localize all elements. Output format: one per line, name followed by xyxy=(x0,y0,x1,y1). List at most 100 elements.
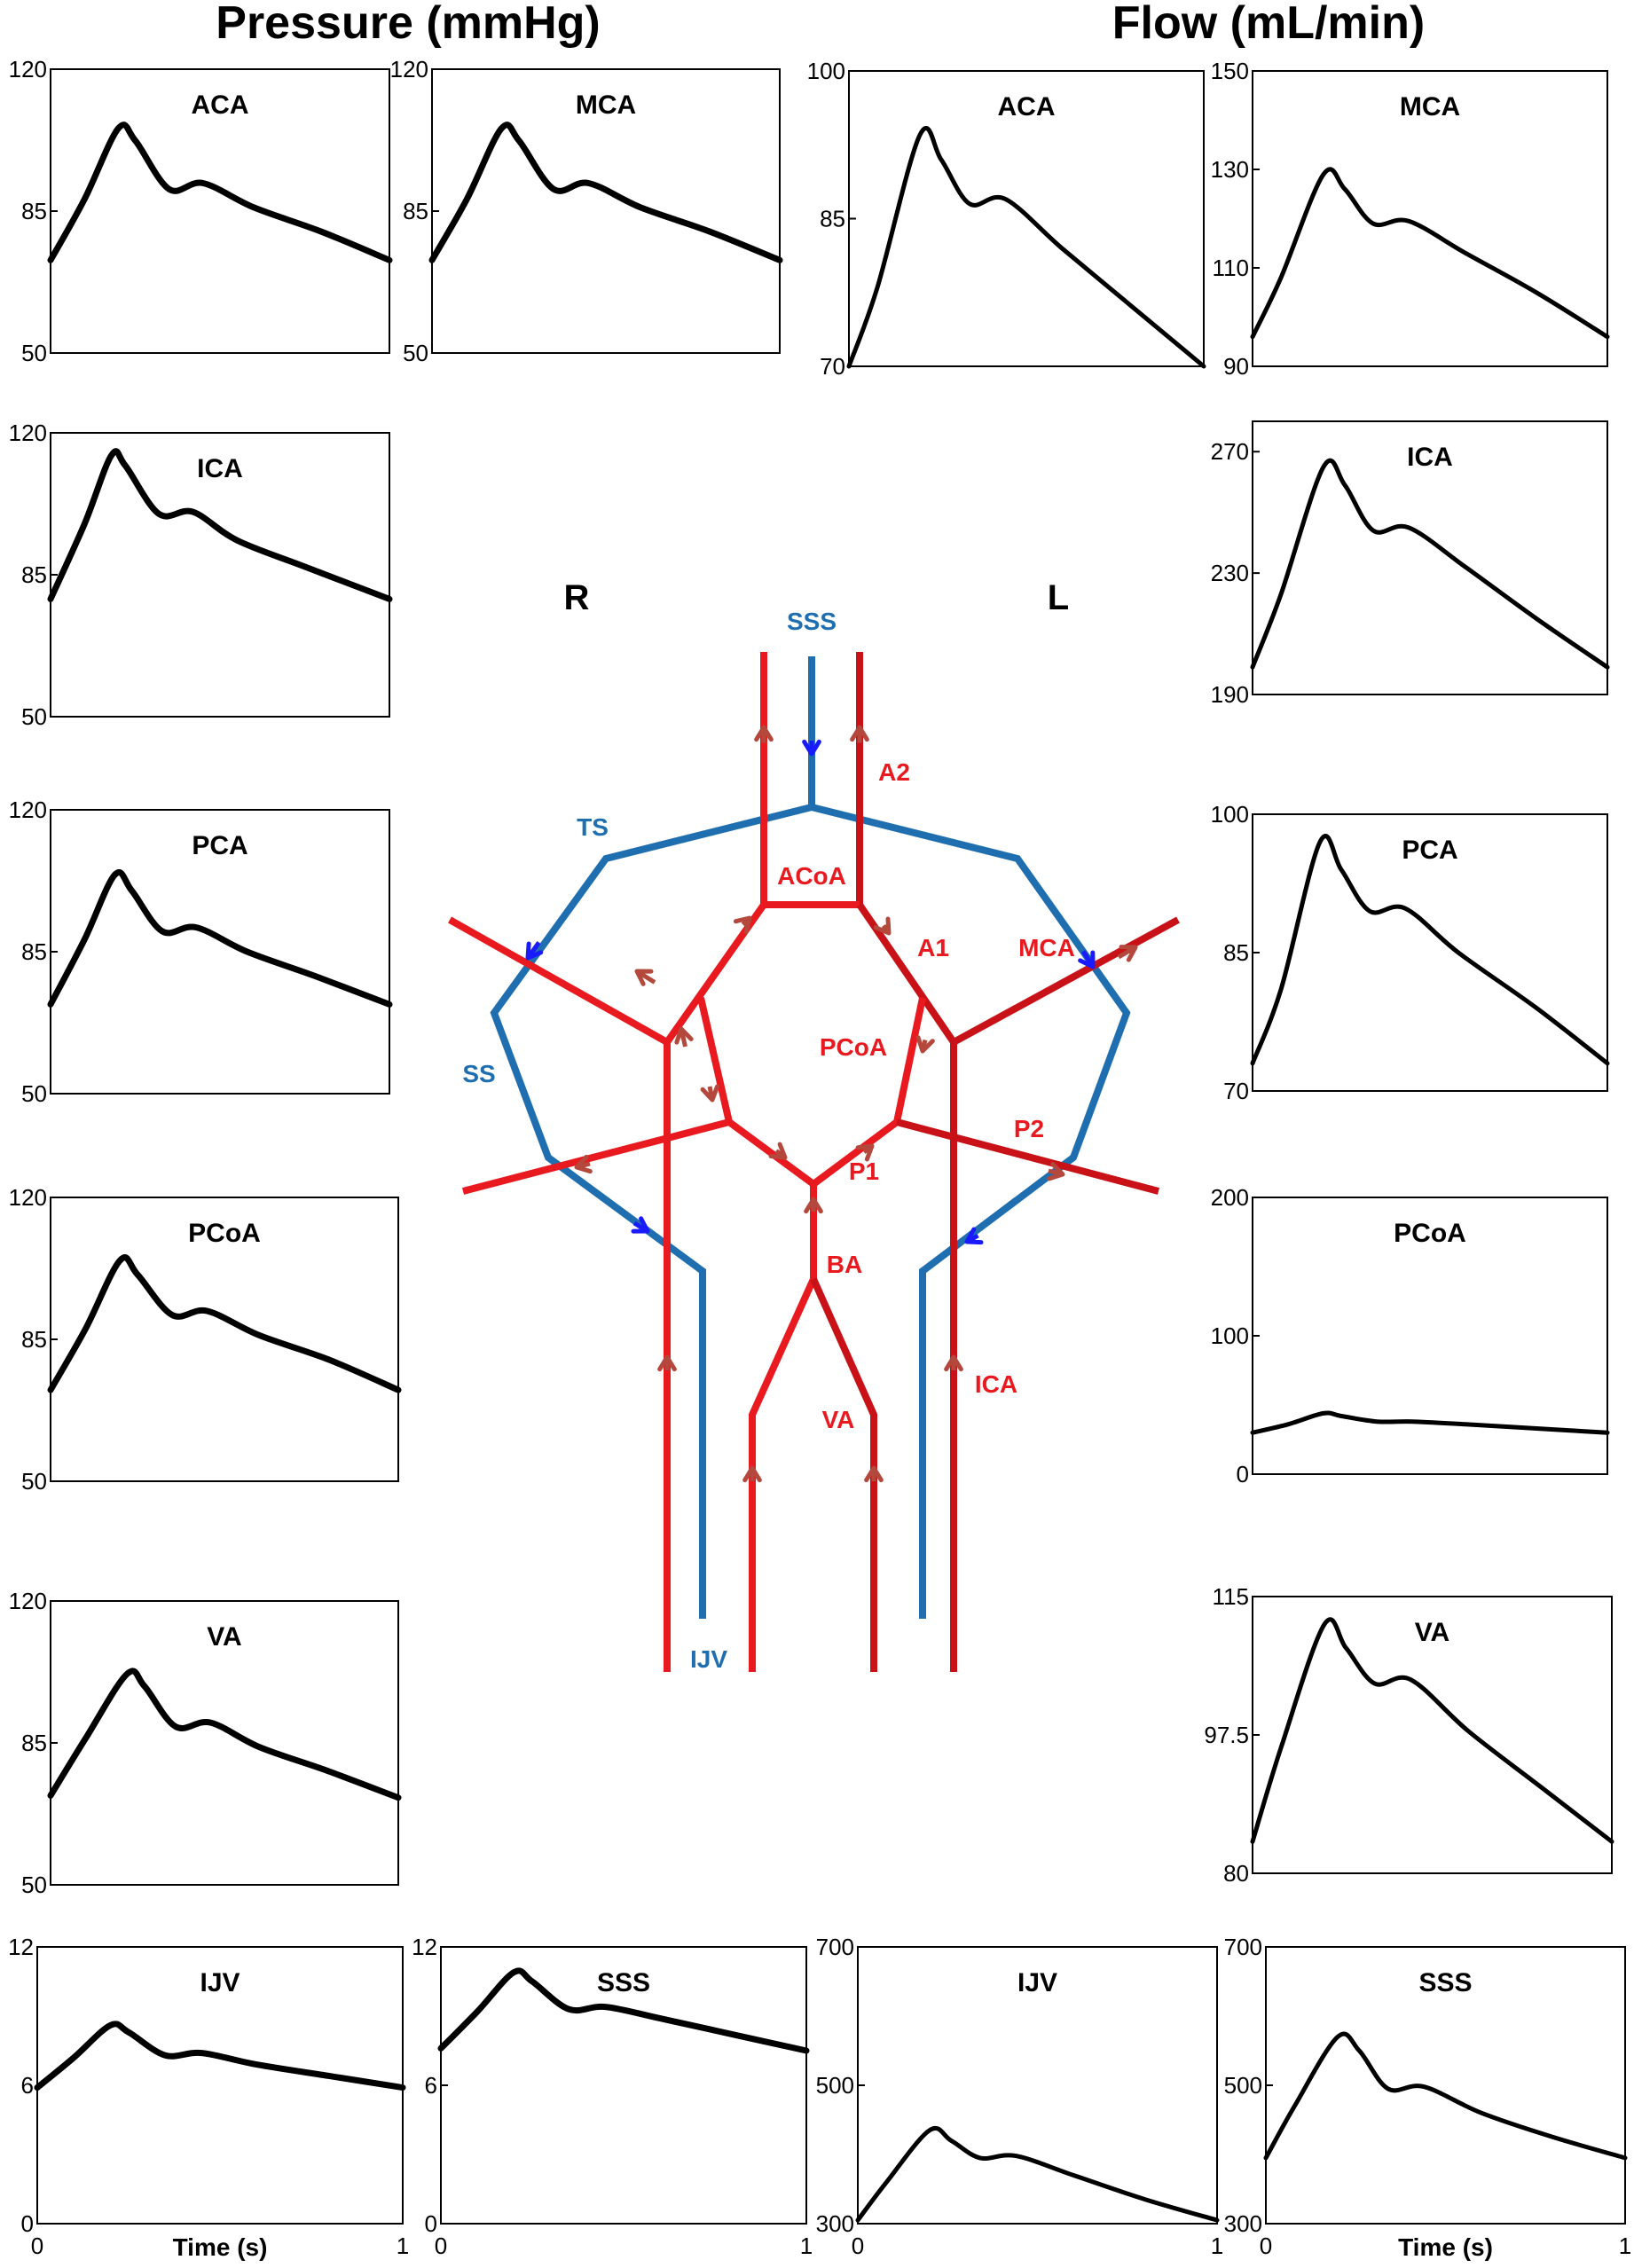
circle-lower xyxy=(697,997,926,1189)
vein-left xyxy=(811,804,1131,1619)
y-tick-label: 12 xyxy=(412,1934,437,1960)
x-tick-label: 0 xyxy=(31,2233,43,2259)
p2-right-arrow-shaft xyxy=(576,1161,591,1170)
a1-right-arrow-shaft xyxy=(741,916,751,927)
diagram-label-ss: SS xyxy=(462,1060,495,1087)
series-line xyxy=(47,122,393,263)
diagram-label-right: R xyxy=(564,578,590,617)
f-ica-chart: 190 230 270 ICA xyxy=(1211,420,1610,708)
y-tick-label: 50 xyxy=(403,340,428,366)
p1-left-arrow-shaft xyxy=(862,1144,874,1154)
series-line xyxy=(47,448,393,602)
diagram-label-p1: P1 xyxy=(849,1158,879,1185)
x-tick-label: 1 xyxy=(397,2233,409,2259)
a1-left-arrow-shaft xyxy=(881,924,892,935)
y-tick-label: 97.5 xyxy=(1204,1722,1249,1748)
series-line xyxy=(437,1967,810,2054)
y-tick-label: 120 xyxy=(9,1588,47,1614)
va-right xyxy=(749,1277,817,1672)
diagram-label-a1: A1 xyxy=(917,934,949,961)
y-tick-label: 70 xyxy=(1223,1078,1249,1104)
y-tick-label: 700 xyxy=(1224,1934,1262,1960)
mca-left-arrow-shaft xyxy=(1117,945,1137,960)
panel-title: PCA xyxy=(192,831,247,860)
y-tick-label: 85 xyxy=(21,1730,47,1756)
panel-title: ACA xyxy=(998,92,1056,122)
p2-right xyxy=(461,1118,731,1195)
y-tick-label: 50 xyxy=(21,1872,47,1898)
y-tick-label: 230 xyxy=(1211,560,1249,586)
ica-right-top-arrow-shaft xyxy=(679,1028,687,1048)
y-tick-label: 85 xyxy=(21,938,47,965)
vein-right xyxy=(490,804,813,1619)
x-tick-label: 1 xyxy=(800,2233,813,2259)
diagram-label-sss: SSS xyxy=(787,608,837,635)
y-tick-label: 200 xyxy=(1211,1184,1249,1211)
y-tick-label: 120 xyxy=(390,56,428,82)
plot-frame xyxy=(1252,70,1608,367)
panel-title: IJV xyxy=(200,1968,240,1997)
panel-title: ICA xyxy=(1407,443,1453,472)
panel-title: MCA xyxy=(576,90,636,120)
y-tick-label: 150 xyxy=(1211,58,1249,84)
mca-left xyxy=(952,916,1180,1046)
series-line xyxy=(1250,834,1610,1066)
p2-left xyxy=(895,1118,1160,1195)
pressure-heading: Pressure (mmHg) xyxy=(216,0,601,49)
series-line xyxy=(47,1668,402,1801)
series-line xyxy=(855,2126,1220,2223)
p2-left-arrow-shaft xyxy=(1048,1168,1064,1177)
y-tick-label: 6 xyxy=(21,2072,34,2099)
y-tick-label: 90 xyxy=(1223,353,1249,380)
diagram-label-p2: P2 xyxy=(1014,1115,1044,1142)
diagram-label-pcoa: PCoA xyxy=(820,1033,887,1061)
series-line xyxy=(1250,1617,1614,1844)
panel-title: ICA xyxy=(197,454,243,483)
y-tick-label: 500 xyxy=(816,2072,854,2099)
p1-right-arrow-shaft xyxy=(774,1149,787,1159)
ss-right-arrow-shaft xyxy=(632,1220,649,1234)
series-line xyxy=(47,869,393,1008)
flow-heading: Flow (mL/min) xyxy=(1112,0,1426,49)
diagram-label-ica: ICA xyxy=(975,1370,1017,1398)
y-tick-label: 50 xyxy=(21,1080,47,1107)
panel-title: SSS xyxy=(1418,1968,1472,1997)
panel-title: PCoA xyxy=(1394,1219,1466,1248)
plot-frame xyxy=(1252,420,1608,695)
x-tick-label: 1 xyxy=(1619,2233,1631,2259)
panel-title: SSS xyxy=(597,1968,650,1997)
panel-title: IJV xyxy=(1017,1968,1057,1997)
y-tick-label: 120 xyxy=(9,797,47,823)
ts-left-arrow-shaft xyxy=(1080,950,1096,969)
y-tick-label: 270 xyxy=(1211,438,1249,465)
y-tick-label: 190 xyxy=(1211,681,1249,708)
y-tick-label: 85 xyxy=(21,1326,47,1353)
y-tick-label: 100 xyxy=(1211,1322,1249,1349)
y-tick-label: 85 xyxy=(820,206,845,232)
diagram-label-ba: BA xyxy=(827,1251,862,1278)
x-tick-label: 0 xyxy=(1260,2233,1272,2259)
ts-right-arrow-shaft xyxy=(525,941,541,960)
y-tick-label: 50 xyxy=(21,340,47,366)
y-tick-label: 6 xyxy=(425,2072,437,2099)
series-line xyxy=(428,122,783,263)
panel-title: PCA xyxy=(1402,836,1457,865)
y-tick-label: 300 xyxy=(1224,2210,1262,2237)
panel-title: MCA xyxy=(1400,92,1460,122)
y-tick-label: 85 xyxy=(403,198,428,224)
y-tick-label: 50 xyxy=(21,1468,47,1495)
panel-title: PCoA xyxy=(188,1219,261,1248)
ss-left-arrow-shaft xyxy=(965,1233,979,1244)
va-left xyxy=(810,1277,877,1672)
